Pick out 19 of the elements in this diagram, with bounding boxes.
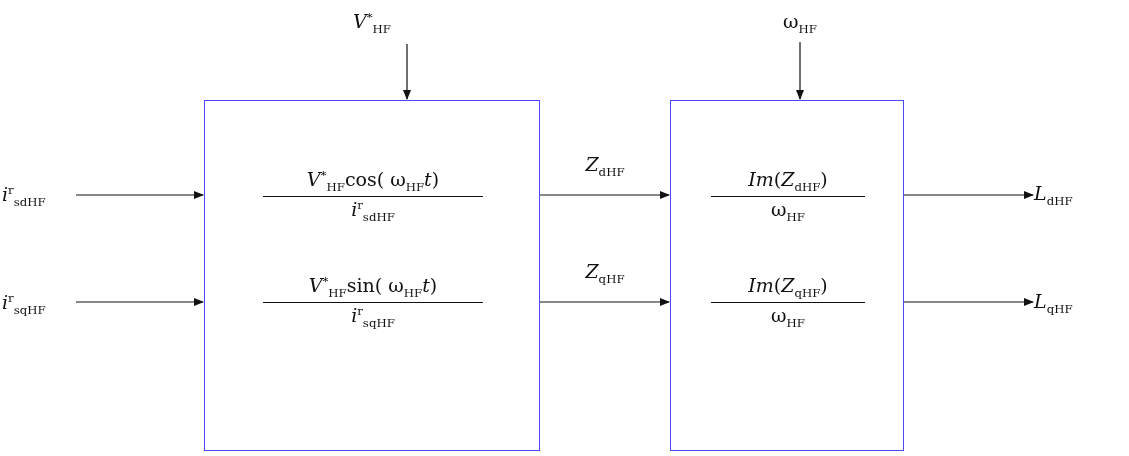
formula-denominator: ω$_{HF}$ — [770, 302, 806, 332]
formula-numerator: Im(Z$_{dHF}$) — [711, 166, 865, 197]
arrow — [796, 41, 804, 100]
process-box — [670, 100, 904, 451]
arrow — [539, 191, 670, 199]
signal-label: ω$_{HF}$ — [768, 6, 832, 40]
arrow — [903, 298, 1034, 306]
signal-label: L$_{qHF}$ — [1034, 286, 1114, 320]
formula-numerator: V$^{*}$$_{HF}$cos( ω$_{HF}$t) — [263, 166, 483, 197]
arrow — [539, 298, 670, 306]
arrow — [903, 191, 1034, 199]
process-box — [204, 100, 540, 451]
formula-denominator: ω$_{HF}$ — [770, 196, 806, 226]
formula-numerator: Im(Z$_{qHF}$) — [711, 272, 865, 303]
arrow — [75, 298, 204, 306]
formula-numerator: V$^{*}$$_{HF}$sin( ω$_{HF}$t) — [263, 272, 483, 303]
arrow — [403, 43, 411, 100]
arrow — [75, 191, 204, 199]
signal-label: L$_{dHF}$ — [1034, 178, 1114, 212]
